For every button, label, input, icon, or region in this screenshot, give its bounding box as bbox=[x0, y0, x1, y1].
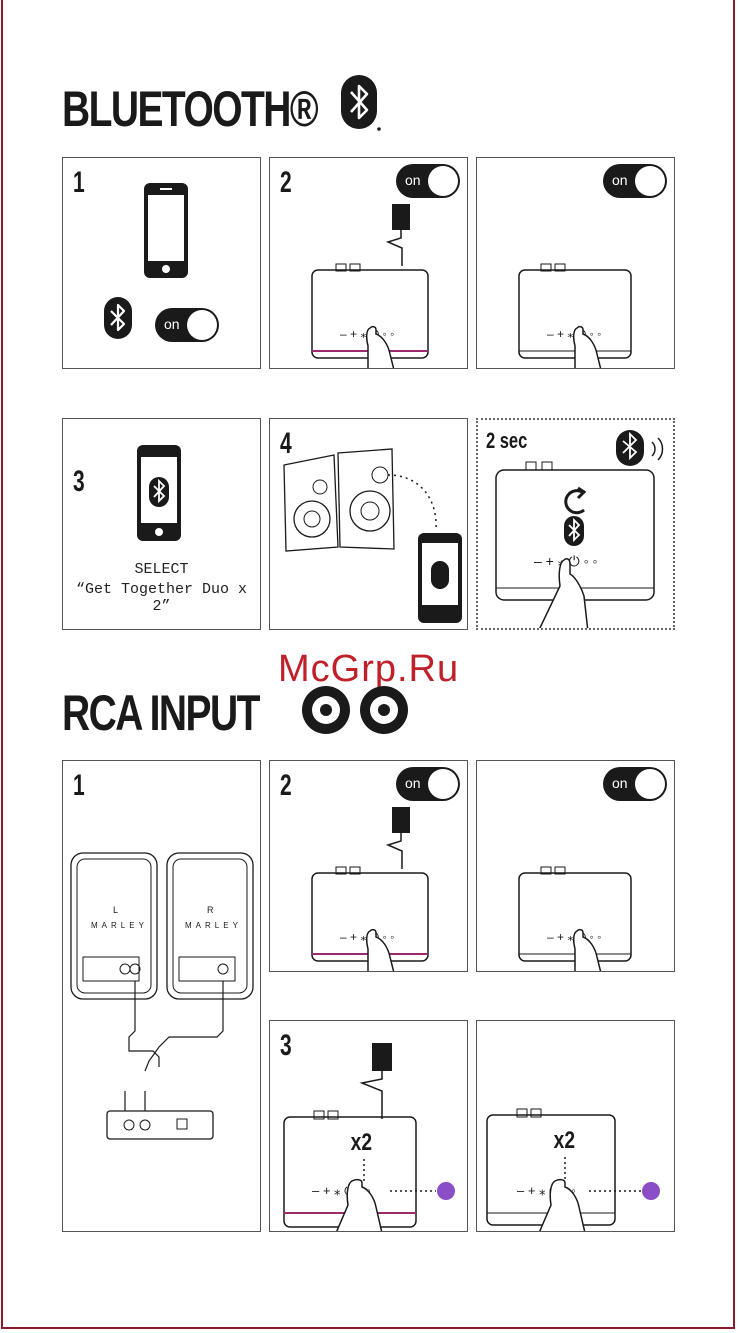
select-label: SELECT bbox=[63, 561, 260, 578]
speakers-pairing-phone bbox=[270, 419, 468, 630]
bt-step-2b-panel: on – + ⁎ ⏻ ◦ ◦ bbox=[476, 157, 675, 369]
rca-step-3b-panel: – + ⁎ ⏻ ◦ ◦ x2 bbox=[476, 1020, 675, 1232]
rca-step-1-panel: 1 L R MARLEY MARLEY bbox=[62, 760, 261, 1232]
rca-step-3-panel: 3 – + ⁎ ⏻ ◦ ◦ x2 bbox=[269, 1020, 468, 1232]
speaker-top-with-adapter: – + ⁎ ⏻ ◦ ◦ bbox=[270, 158, 468, 369]
bluetooth-heading: BLUETOOTH® bbox=[62, 80, 317, 138]
bt-step-2-panel: 2 on – + ⁎ ⏻ ◦ ◦ bbox=[269, 157, 468, 369]
bt-step-3-panel: 3 SELECT “Get Together Duo x 2” bbox=[62, 418, 261, 630]
speaker-left-brand: MARLEY bbox=[91, 921, 148, 930]
bluetooth-icon bbox=[340, 74, 382, 132]
rca-jack-icon bbox=[300, 684, 412, 736]
speaker-top: – + ⁎ ⏻ ◦ ◦ bbox=[477, 761, 675, 972]
bt-step-1-panel: 1 on bbox=[62, 157, 261, 369]
speaker-left-label: L bbox=[113, 905, 118, 915]
bluetooth-on-toggle[interactable]: on bbox=[155, 308, 219, 342]
speaker-right-label: R bbox=[207, 905, 214, 915]
toggle-label: on bbox=[164, 316, 180, 332]
rca-step-2b-panel: on – + ⁎ ⏻ ◦ ◦ bbox=[476, 760, 675, 972]
toggle-knob bbox=[187, 310, 217, 340]
device-name: “Get Together Duo x 2” bbox=[63, 581, 260, 615]
press-count: x2 bbox=[351, 1129, 372, 1157]
bt-step-4-panel: 4 bbox=[269, 418, 468, 630]
speaker-right-brand: MARLEY bbox=[185, 921, 242, 930]
press-count: x2 bbox=[554, 1127, 575, 1155]
rca-step-2-panel: 2 on – + ⁎ ⏻ ◦ ◦ bbox=[269, 760, 468, 972]
speaker-pairing-mode: – + ⁎ ⏻ ◦ ◦ bbox=[478, 420, 675, 630]
speaker-top-press-twice: – + ⁎ ⏻ ◦ ◦ bbox=[477, 1021, 675, 1232]
speaker-top-press-twice: – + ⁎ ⏻ ◦ ◦ bbox=[270, 1021, 468, 1232]
rca-heading: RCA INPUT bbox=[62, 684, 259, 742]
bluetooth-icon bbox=[103, 296, 137, 342]
bt-pairing-mode-panel: 2 sec – + ⁎ ⏻ ◦ ◦ bbox=[476, 418, 675, 630]
speaker-top-with-adapter: – + ⁎ ⏻ ◦ ◦ bbox=[270, 761, 468, 972]
rca-wiring-diagram bbox=[63, 761, 261, 1232]
speaker-top: – + ⁎ ⏻ ◦ ◦ bbox=[477, 158, 675, 369]
